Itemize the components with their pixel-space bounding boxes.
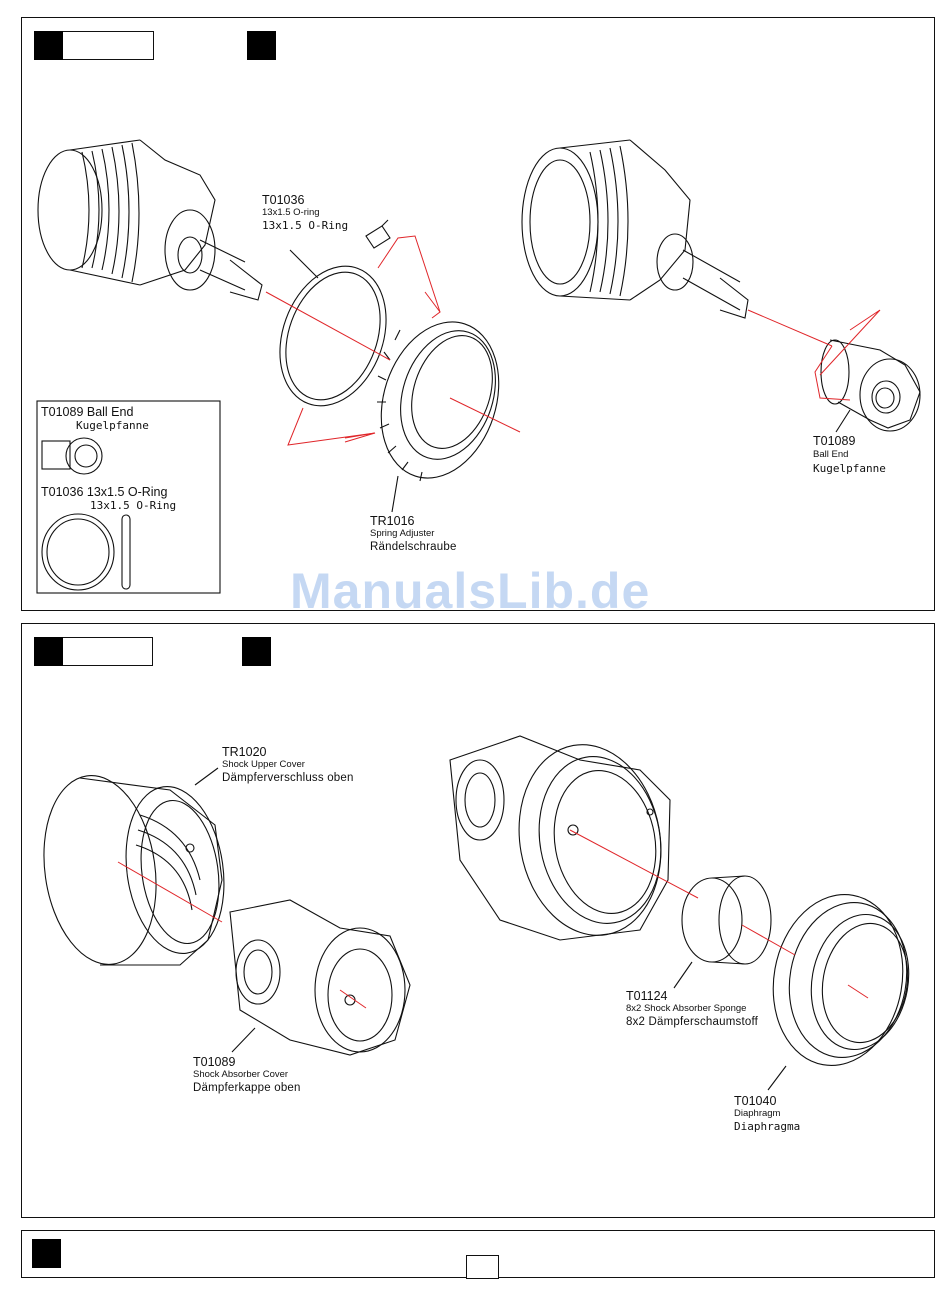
parts-legend-box (36, 400, 221, 594)
upper-cover-name-de: Dämpferverschluss oben (222, 772, 354, 784)
diaphragm-name-en: Diaphragm (734, 1108, 781, 1119)
absorber-cover-name-en: Shock Absorber Cover (193, 1069, 289, 1080)
ballend-code: T01089 (813, 434, 856, 448)
step-number-block-2 (34, 637, 63, 666)
upper-cover-part (43, 775, 225, 966)
watermark: ManualsLib.de (290, 563, 651, 619)
ballend-name-de: Kugelpfanne (813, 462, 886, 475)
legend-item2-de: 13x1.5 O-Ring (90, 499, 177, 512)
legend-item2-code: T01036 13x1.5 O-Ring (41, 485, 168, 499)
upper-cover-code: TR1020 (222, 745, 267, 759)
diaphragm-part (772, 894, 910, 1066)
substep-block-1 (247, 31, 276, 60)
footer-step-block (32, 1239, 61, 1268)
step-panel-2 (21, 623, 935, 1218)
step-number-block-1 (34, 31, 63, 60)
oring-name-de: 13x1.5 O-Ring (262, 219, 349, 232)
oil-bottle-icon (365, 219, 391, 249)
sponge-name-en: 8x2 Shock Absorber Sponge (626, 1003, 747, 1014)
legend-item1-code: T01089 Ball End (41, 405, 134, 419)
absorber-cover-name-de: Dämpferkappe oben (193, 1082, 301, 1094)
diaphragm-code: T01040 (734, 1094, 777, 1108)
adjuster-code: TR1016 (370, 514, 415, 528)
upper-cover-name-en: Shock Upper Cover (222, 759, 305, 770)
assembled-cover-part (449, 735, 671, 941)
shock-body-left (37, 139, 263, 301)
diaphragm-name-de: Diaphragma (734, 1120, 801, 1133)
sponge-name-de: 8x2 Dämpferschaumstoff (626, 1016, 759, 1028)
substep-block-2 (242, 637, 271, 666)
spring-adjuster-part (377, 321, 500, 482)
shock-body-right (521, 139, 749, 319)
sponge-part (681, 875, 772, 965)
absorber-cover-code: T01089 (193, 1055, 236, 1069)
step-panel-1 (21, 17, 935, 611)
sponge-code: T01124 (626, 989, 668, 1003)
adjuster-name-en: Spring Adjuster (370, 528, 435, 539)
oring-code: T01036 (262, 193, 305, 207)
ballend-name-en: Ball End (813, 449, 849, 460)
step1-illustration (36, 139, 921, 594)
ballend-part (820, 339, 921, 432)
page-number-tab (466, 1255, 499, 1279)
oring-name-en: 13x1.5 O-ring (262, 207, 320, 218)
absorber-cover-part (229, 899, 411, 1056)
legend-item1-de: Kugelpfanne (76, 419, 149, 432)
adjuster-name-de: Rändelschraube (370, 541, 457, 553)
